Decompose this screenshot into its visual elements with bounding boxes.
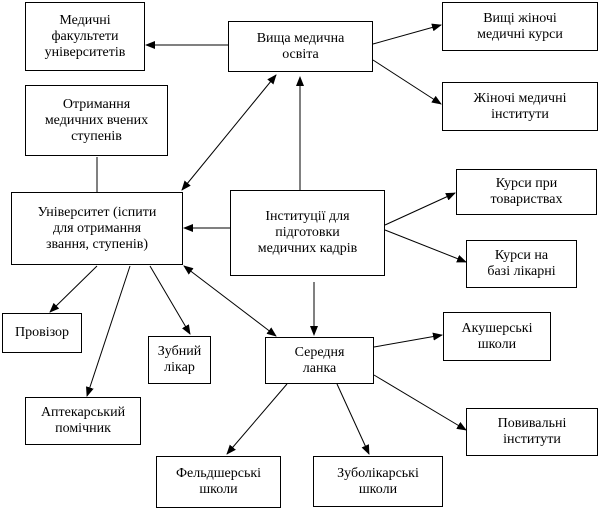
edge-institutions-to-hospital-courses — [384, 229, 467, 263]
edge-university-middle-bidirectional — [183, 265, 277, 337]
edge-middle-to-dental-schools — [336, 383, 370, 455]
node-dental-schools: Зуболікарські школи — [313, 456, 443, 507]
node-med-faculties: Медичні факультети університетів — [25, 2, 145, 71]
node-middle-level: Середня ланка — [265, 337, 374, 384]
edge-university-to-pharmacy-assistant — [86, 265, 131, 397]
node-institutions: Інституції для підготовки медичних кадрі… — [230, 190, 385, 276]
node-dentist: Зубний лікар — [148, 336, 211, 384]
edge-middle-to-feldsher — [226, 383, 288, 455]
node-society-courses: Курси при товариствах — [456, 169, 597, 215]
edge-university-to-dentist — [149, 265, 191, 335]
node-pharmacist: Провізор — [2, 313, 82, 353]
node-obstetric-schools: Акушерські школи — [443, 312, 551, 361]
edge-middle-to-obstetric — [373, 332, 443, 348]
edge-higher-to-women-courses — [372, 23, 442, 45]
node-higher-women-courses: Вищі жіночі медичні курси — [442, 2, 598, 51]
node-pharmacy-assistant: Аптекарський помічник — [25, 397, 141, 445]
node-hospital-courses: Курси на базі лікарні — [466, 240, 577, 288]
edge-higher-to-women-institutes — [372, 59, 442, 105]
edge-university-to-pharmacist — [49, 265, 98, 313]
node-higher-med-edu: Вища медична освіта — [228, 21, 373, 72]
node-midwife-institutes: Повивальні інститути — [466, 408, 598, 456]
edge-higher-university-bidirectional — [181, 74, 277, 191]
edge-institutions-to-society-courses — [384, 192, 456, 226]
node-degrees: Отримання медичних вчених ступенів — [25, 85, 168, 156]
node-women-med-institutes: Жіночі медичні інститути — [442, 82, 598, 131]
node-university: Університет (іспити для отримання звання… — [11, 192, 183, 265]
node-feldsher-schools: Фельдшерські школи — [156, 456, 281, 508]
edge-middle-to-midwife — [373, 374, 467, 431]
